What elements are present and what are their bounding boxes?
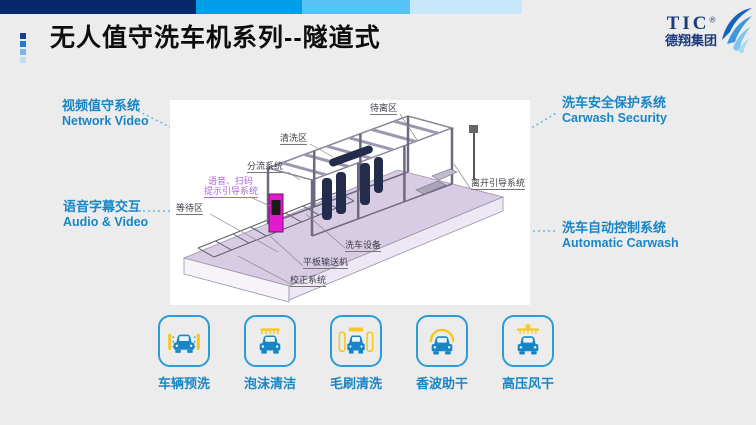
diagram-label-washing-zone: 清洗区 [280, 133, 308, 146]
diagram-label-leave-guide-system: 离开引导系统 [471, 178, 526, 191]
carwash-diagram: 待离区 清洗区 分流系统 语音、扫码 提示引导系统 等待区 离开引导系统 洗车设… [170, 100, 530, 305]
process-step-label: 香波助干 [415, 376, 468, 391]
diagram-label-voice-scan-line2: 提示引导系统 [204, 186, 259, 199]
accent-dash [20, 33, 26, 39]
page-title: 无人值守洗车机系列--隧道式 [50, 24, 381, 52]
process-step-brush: 毛刷清洗 [320, 315, 392, 392]
diagram-label-wait-leave-zone: 待离区 [370, 103, 398, 116]
foam-clean-icon [244, 315, 296, 367]
process-step-shampoo-dry: 香波助干 [406, 315, 478, 392]
process-step-air-dry: 高压风干 [492, 315, 564, 392]
brand-logo-text: TIC® 德翔集团 [665, 13, 717, 50]
carwash-isometric-drawing [182, 113, 505, 303]
callout-zh: 语音字幕交互 [63, 199, 142, 214]
car-prewash-icon [158, 315, 210, 367]
callout-zh: 洗车安全保护系统 [562, 95, 667, 110]
title-accent-dashes [20, 33, 26, 65]
process-step-label: 车辆预洗 [157, 376, 210, 391]
callout-audio-video: 语音字幕交互 Audio & Video [63, 199, 149, 229]
wing-logo-icon [722, 8, 752, 54]
callout-carwash-security: 洗车安全保护系统 Carwash Security [562, 95, 667, 125]
brand-name: TIC® [666, 12, 716, 34]
callout-automatic-carwash: 洗车自动控制系统 Automatic Carwash [562, 220, 679, 250]
accent-dash [20, 57, 26, 63]
callout-network-video: 视频值守系统 Network Video [62, 98, 149, 128]
diagram-label-diversion-system: 分流系统 [247, 161, 284, 174]
diagram-label-wash-equipment: 洗车设备 [345, 240, 382, 253]
accent-dash [20, 49, 26, 55]
accent-dash [20, 41, 26, 47]
brand-logo: TIC® 德翔集团 [665, 6, 752, 56]
callout-zh: 视频值守系统 [62, 98, 141, 113]
callout-en: Audio & Video [63, 214, 149, 229]
process-step-label: 泡沫清洁 [243, 376, 296, 391]
process-step-foam: 泡沫清洁 [234, 315, 306, 392]
process-step-row: 车辆预洗 泡沫清洁 [148, 315, 564, 392]
header-stripe [0, 0, 756, 14]
callout-zh: 洗车自动控制系统 [562, 220, 667, 235]
diagram-label-waiting-zone: 等待区 [176, 203, 204, 216]
diagram-label-flat-conveyor: 平板输送机 [303, 257, 349, 270]
callout-en: Carwash Security [562, 110, 667, 125]
callout-en: Network Video [62, 113, 149, 128]
diagram-label-voice-scan-line1: 语音、扫码 [208, 176, 254, 186]
callout-en: Automatic Carwash [562, 235, 679, 250]
company-name: 德翔集团 [664, 33, 717, 49]
process-step-prewash: 车辆预洗 [148, 315, 220, 392]
process-step-label: 毛刷清洗 [329, 376, 382, 391]
diagram-label-correction-system: 校正系统 [290, 275, 327, 288]
registered-mark: ® [709, 15, 716, 25]
process-step-label: 高压风干 [501, 376, 554, 391]
shampoo-dry-icon [416, 315, 468, 367]
brush-wash-icon [330, 315, 382, 367]
air-dry-icon [502, 315, 554, 367]
